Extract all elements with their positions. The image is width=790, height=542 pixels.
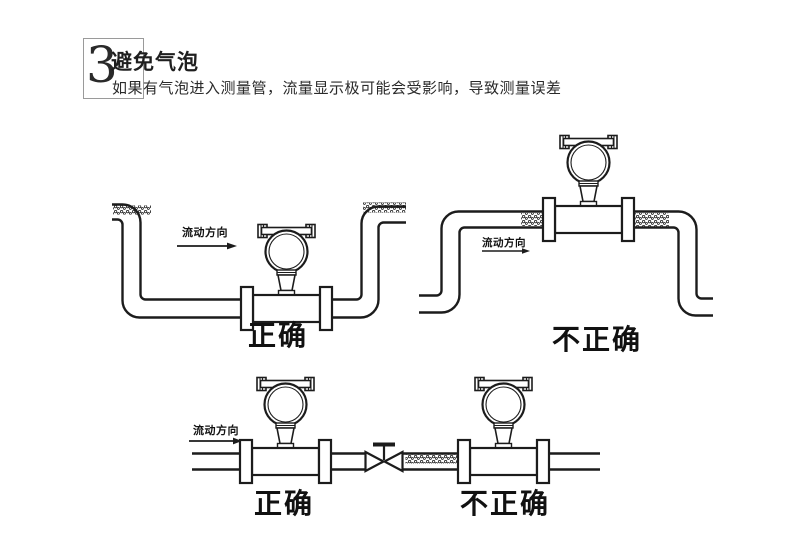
verdict-label-correct: 正确: [247, 321, 308, 352]
flow-meter: [541, 134, 636, 243]
flow-meter: [456, 376, 551, 485]
flow-arrow: [482, 248, 530, 254]
verdict-label-correct: 正确: [253, 489, 314, 520]
diagram-valve-run: [189, 376, 600, 485]
bubbles-texture: [363, 202, 406, 213]
flow-direction-label: 流动方向: [182, 227, 228, 239]
page-title: 避免气泡: [111, 51, 199, 74]
flow-meter: [239, 223, 334, 332]
bubbles-texture: [405, 454, 459, 464]
flow-arrow: [189, 437, 242, 445]
step-number-box: [83, 38, 144, 99]
diagram-pipe-dip: [112, 202, 406, 332]
diagram-pipe-hump: [419, 134, 713, 317]
bubbles-texture: [113, 205, 151, 215]
valve: [364, 442, 404, 473]
verdict-label-incorrect: 不正确: [551, 325, 642, 356]
bubbles-texture: [634, 213, 669, 227]
bubbles-texture: [521, 213, 542, 226]
verdict-label-incorrect: 不正确: [459, 489, 550, 520]
step-number: 3: [86, 36, 118, 94]
flow-direction-label: 流动方向: [193, 425, 239, 437]
flow-meter: [238, 376, 333, 485]
flow-direction-label: 流动方向: [482, 237, 526, 249]
page-subtitle: 如果有气泡进入测量管，流量显示极可能会受影响，导致测量误差: [112, 80, 562, 97]
flow-arrow: [177, 242, 237, 250]
